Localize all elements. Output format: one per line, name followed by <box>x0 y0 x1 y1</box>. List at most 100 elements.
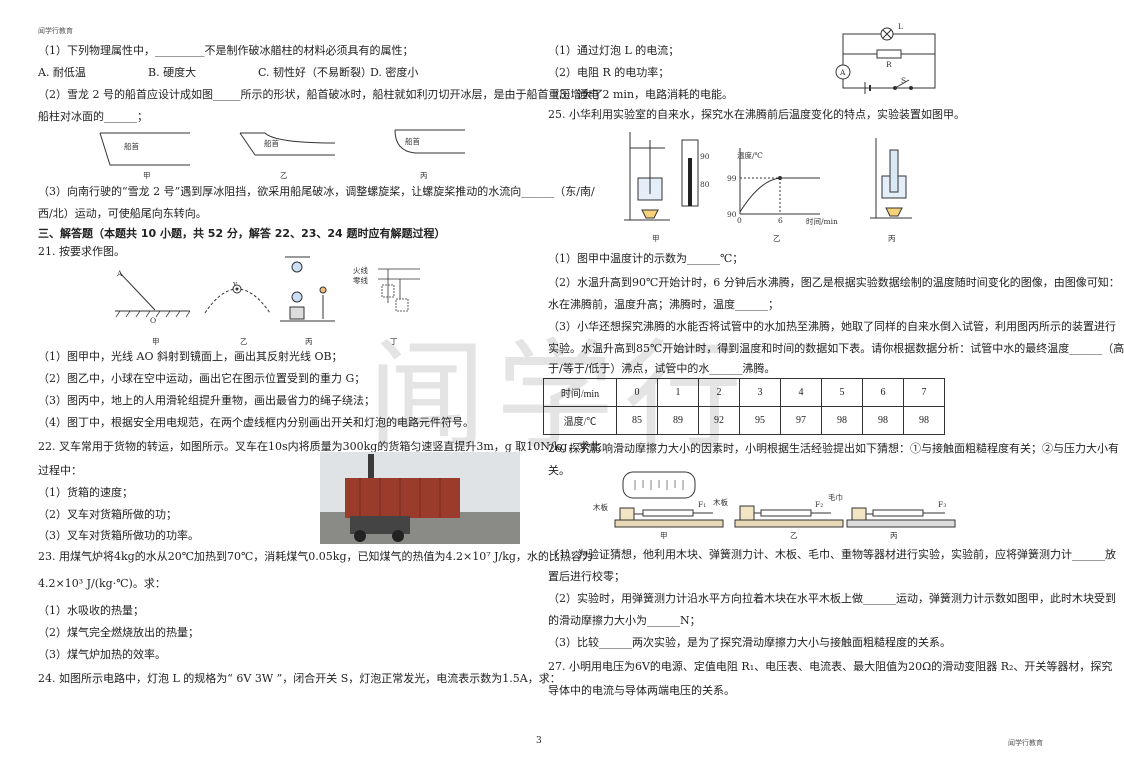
q25-1: （1）图甲中温度计的示数为______℃； <box>548 252 744 265</box>
setup-yi <box>734 505 844 528</box>
table-cell: 97 <box>780 406 822 435</box>
q23-1: （1）水吸收的热量； <box>38 604 144 617</box>
scale-magnifier <box>622 471 696 499</box>
q21-3: （3）图丙中，地上的人用滑轮组提升重物，画出最省力的绳子绕法； <box>38 394 375 407</box>
caption26-jia: 甲 <box>660 531 668 540</box>
q26-line1: 26. 探究影响滑动摩擦力大小的因素时，小明根据生活经验提出如下猜想：①与接触面… <box>548 442 1119 455</box>
table-cell: 95 <box>739 406 781 435</box>
table-cell: 92 <box>698 406 740 435</box>
q25-3-line3: 于/等于/低于）沸点，试管中的水______沸腾。 <box>548 362 776 375</box>
graph-y99: 99 <box>727 174 737 183</box>
q21-2: （2）图乙中，小球在空中运动，画出它在图示位置受到的重力 G； <box>38 372 366 385</box>
circuit-label-R: R <box>886 60 892 69</box>
q26-2-line2: 的滑动摩擦力大小为______N； <box>548 614 701 627</box>
mirror-figure <box>115 272 191 318</box>
hull-label-jia: 船首 <box>124 142 139 151</box>
table-cell: 98 <box>821 406 863 435</box>
table-cell: 89 <box>657 406 699 435</box>
setup-bing <box>846 507 956 528</box>
graph-x6: 6 <box>778 216 783 225</box>
apparatus-bing <box>870 138 912 219</box>
thermometer-reading <box>681 139 699 207</box>
q27-line1: 27. 小明用电压为6V的电源、定值电阻 R₁、电压表、电流表、最大阻值为20Ω… <box>548 660 1113 673</box>
caption25-yi: 乙 <box>773 234 781 243</box>
caption21-yi: 乙 <box>240 337 248 346</box>
table-cell: 2 <box>698 378 740 407</box>
option-c: C. 韧性好（不易断裂） <box>258 66 373 79</box>
q25-2-line1: （2）水温升高到90℃开始计时，6 分钟后水沸腾，图乙是根据实验数据绘制的温度随… <box>548 276 1120 289</box>
page-number: 3 <box>536 736 542 746</box>
q3-line2: 西/北）运动，可使船尾向东转向。 <box>38 207 207 220</box>
graph-ylabel: 温度/℃ <box>737 151 763 160</box>
table-cell: 85 <box>616 406 658 435</box>
q23-3: （3）煤气炉加热的效率。 <box>38 648 166 661</box>
table-cell: 4 <box>780 378 822 407</box>
label-F3: F₃ <box>938 500 947 509</box>
section-heading: 三、解答题（本题共 10 小题，共 52 分，解答 22、23、24 题时应有解… <box>38 227 446 240</box>
table-row: 时间/min 0 1 2 3 4 5 6 7 <box>543 378 945 407</box>
wiring-figure <box>378 268 420 312</box>
label-O: O <box>150 316 157 325</box>
label-towel: 毛巾 <box>828 493 843 502</box>
q22-3: （3）叉车对货箱所做功的功率。 <box>38 529 199 542</box>
q22-line1: 22. 叉车常用于货物的转运，如图所示。叉车在10s内将质量为300kg的货箱匀… <box>38 440 601 453</box>
q22-line2: 过程中： <box>38 464 82 477</box>
label-F1: F₁ <box>698 500 707 509</box>
q23-2: （2）煤气完全燃烧放出的热量； <box>38 626 199 639</box>
table-cell: 5 <box>821 378 863 407</box>
q26-2-line1: （2）实验时，用弹簧测力计沿水平方向拉着木块在水平木板上做______运动，弹簧… <box>548 592 1116 605</box>
battery-symbol <box>864 82 871 94</box>
switch-symbol <box>893 79 913 90</box>
forklift-photo <box>320 452 520 544</box>
temperature-graph <box>739 148 820 215</box>
caption21-bing: 丙 <box>305 337 313 346</box>
q21-figures <box>115 256 420 322</box>
caption25-jia: 甲 <box>652 234 660 243</box>
q26-1-line1: （1）为验证猜想，他利用木块、弹簧测力计、木板、毛巾、重物等器材进行实验，实验前… <box>548 548 1116 561</box>
q2-line1: （2）雪龙 2 号的船首应设计成如图_____所示的形状，船首破冰时，船柱就如利… <box>38 88 604 101</box>
q25-text: 25. 小华利用实验室的自来水，探究水在沸腾前后温度变化的特点，实验装置如图甲。 <box>548 108 965 121</box>
table-row: 温度/℃ 85 89 92 95 97 98 98 98 <box>543 406 945 435</box>
caption25-bing: 丙 <box>888 234 896 243</box>
ball-trajectory <box>204 284 271 314</box>
table-cell: 3 <box>739 378 781 407</box>
table-cell: 7 <box>903 378 945 407</box>
q1-text: （1）下列物理属性中，_________不是制作破冰艏柱的材料必须具有的属性； <box>38 44 414 57</box>
option-b: B. 硬度大 <box>148 66 197 79</box>
label-F2: F₂ <box>815 500 824 509</box>
label-board-2: 木板 <box>713 498 728 507</box>
graph-xlabel: 时间/min <box>806 217 838 226</box>
q25-3-line1: （3）小华还想探究沸腾的水能否将试管中的水加热至沸腾，她取了同样的自来水倒入试管… <box>548 320 1116 333</box>
q25-2-line2: 水在沸腾前，温度升高；沸腾时，温度______； <box>548 298 779 311</box>
hull-yi <box>239 132 336 156</box>
table-cell: 98 <box>903 406 945 435</box>
temperature-table: 时间/min 0 1 2 3 4 5 6 7 温度/℃ 85 89 92 95 … <box>543 378 945 435</box>
thermo-80: 80 <box>700 180 710 189</box>
hull-label-bing: 船首 <box>405 137 420 146</box>
apparatus-jia <box>624 132 670 221</box>
q26-3: （3）比较______两次实验，是为了探究滑动摩擦力大小与接触面粗糙程度的关系。 <box>548 636 951 649</box>
circuit-label-A: A <box>840 68 846 77</box>
caption21-ding: 丁 <box>390 337 398 346</box>
label-v: v <box>233 279 238 288</box>
caption26-bing: 丙 <box>890 531 898 540</box>
hull-label-yi: 船首 <box>264 139 279 148</box>
table-cell: 0 <box>616 378 658 407</box>
hull-figures <box>99 129 465 166</box>
label-board-1: 木板 <box>593 503 608 512</box>
q23-line1: 23. 用煤气炉将4kg的水从20℃加热到70℃，消耗煤气0.05kg，已知煤气… <box>38 550 593 563</box>
circuit-label-S: S <box>901 76 907 85</box>
q24-3: （3）通电 2 min，电路消耗的电能。 <box>548 88 734 101</box>
label-live-wire: 火线 <box>353 266 368 275</box>
circuit-diagram <box>835 27 936 94</box>
caption-bing: 丙 <box>420 171 428 180</box>
q2-line2: 船柱对冰面的______； <box>38 110 148 123</box>
caption26-yi: 乙 <box>790 531 798 540</box>
caption-jia: 甲 <box>143 171 151 180</box>
q24-2: （2）电阻 R 的电功率； <box>548 66 670 79</box>
q27-line2: 导体中的电流与导体两端电压的关系。 <box>548 684 735 697</box>
table-cell: 1 <box>657 378 699 407</box>
q26-line2: 关。 <box>548 464 570 477</box>
q26-1-line2: 置后进行校零； <box>548 570 625 583</box>
table-row-header: 时间/min <box>543 378 617 407</box>
